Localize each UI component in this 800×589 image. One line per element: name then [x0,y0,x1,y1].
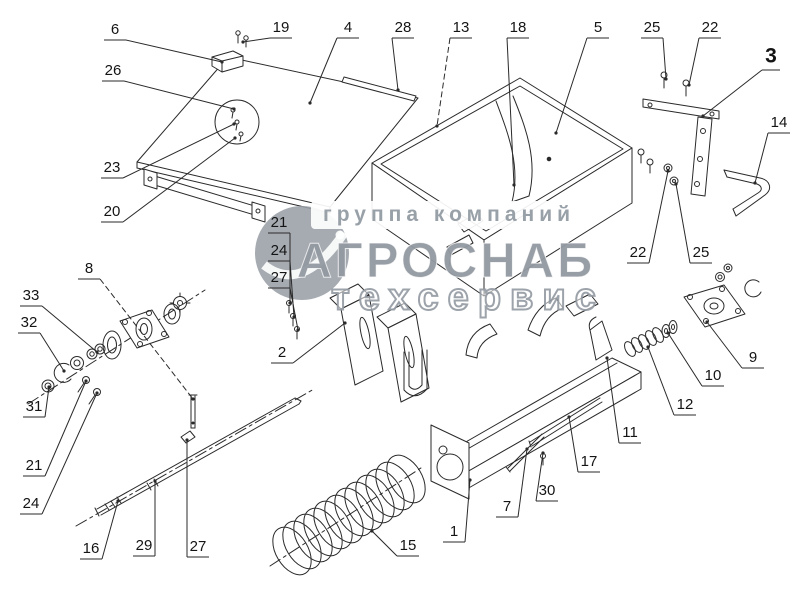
mount-strips [642,71,720,197]
frame-beam [430,263,762,500]
drive-shaft [75,388,315,527]
hopper-box [371,77,654,297]
bearing-group [27,289,206,444]
coil-spring [269,454,426,576]
u-handle [723,169,771,217]
